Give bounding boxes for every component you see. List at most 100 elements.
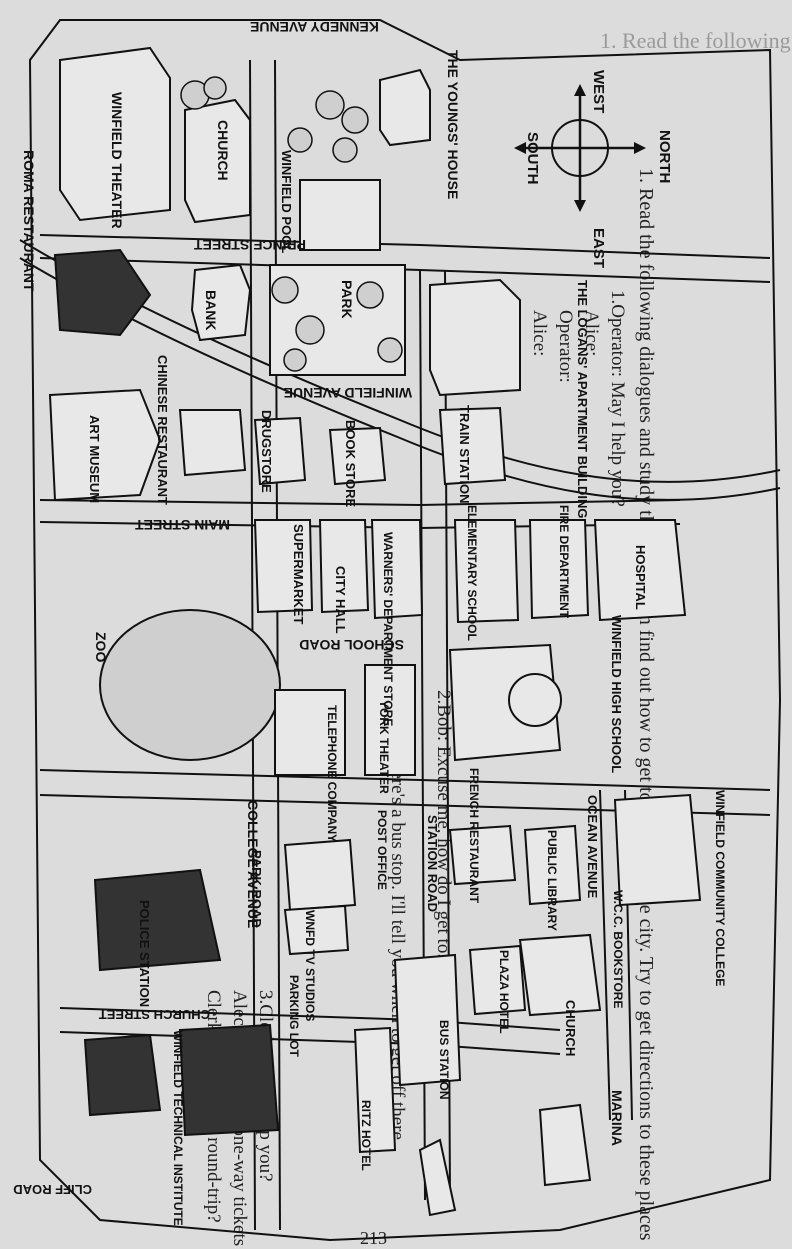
bus-station-building: [393, 953, 462, 1087]
label-art-museum: ART MUSEUM: [87, 415, 102, 503]
label-wnfd-tv: WNFD TV STUDIOS: [303, 910, 317, 1021]
winfield-pool: [299, 179, 381, 251]
label-college-avenue: COLLEGE AVENUE: [245, 800, 261, 928]
label-marina: MARINA: [609, 1090, 625, 1146]
marina-boat: [418, 1138, 457, 1217]
label-parking-lot: PARKING LOT: [287, 975, 301, 1057]
label-zoo: ZOO: [93, 632, 109, 662]
label-york-theater: YORK THEATER: [377, 700, 391, 794]
label-community-college: WINFIELD COMMUNITY COLLEGE: [713, 790, 727, 986]
label-high-school: WINFIELD HIGH SCHOOL: [609, 615, 624, 773]
label-winfield-avenue: WINFIELD AVENUE: [284, 385, 412, 401]
label-bank: BANK: [203, 290, 219, 330]
york-theater-building: [364, 664, 416, 776]
operator-line: 1.Operator: May I help you?: [607, 290, 628, 507]
police-station-building: [93, 868, 222, 972]
alice-label-1: Alice:: [581, 310, 602, 356]
ritz-hotel-building: [353, 1026, 397, 1154]
label-main-street: MAIN STREET: [135, 517, 230, 533]
label-french-restaurant: FRENCH RESTAURANT: [467, 768, 481, 904]
compass-south: SOUTH: [524, 132, 541, 185]
label-youngs-house: THE YOUNGS' HOUSE: [445, 50, 461, 199]
label-roma-restaurant: ROMA RESTAURANT: [21, 150, 37, 292]
label-supermarket: SUPERMARKET: [291, 524, 306, 624]
label-cliff-road: CLIFF ROAD: [13, 1182, 92, 1197]
label-elementary-school: ELEMENTARY SCHOOL: [465, 505, 479, 641]
label-winfield-theater: WINFIELD THEATER: [109, 92, 125, 229]
label-hospital: HOSPITAL: [633, 545, 648, 610]
label-telephone-company: TELEPHONE COMPANY: [325, 705, 339, 842]
logans-apartment-building: [429, 278, 521, 397]
label-fire-department: FIRE DEPARTMENT: [557, 505, 571, 619]
telephone-company-building: [274, 689, 346, 776]
french-restaurant-building: [448, 824, 517, 886]
map-labels: KENNEDY AVENUE WINFIELD THEATER CHURCH T…: [13, 19, 727, 1226]
label-city-hall: CITY HALL: [333, 566, 348, 634]
trees: [180, 76, 403, 372]
compass-rose: WEST EAST SOUTH NORTH: [514, 70, 673, 268]
supermarket-building: [253, 519, 314, 614]
label-ritz-hotel: RITZ HOTEL: [359, 1100, 373, 1171]
hospital-building: [593, 519, 687, 622]
technical-institute-right: [178, 1023, 280, 1137]
label-park: PARK: [339, 280, 355, 319]
winfield-theater-building: [59, 46, 171, 222]
label-winfield-pool: WINFIELD POOL: [279, 150, 294, 253]
art-museum-building: [48, 388, 162, 502]
label-chinese-restaurant: CHINESE RESTAURANT: [155, 355, 170, 505]
bookstore-building: [328, 426, 387, 486]
bank-building: [190, 263, 252, 342]
label-school-road: SCHOOL ROAD: [299, 637, 404, 653]
map-boundary: [28, 19, 782, 1242]
q1-instruction: 1. Read the following dialogues and stud…: [635, 168, 657, 1241]
chinese-restaurant-building: [178, 409, 247, 477]
faint-heading: 1. Read the following dialogues and stud…: [600, 28, 792, 53]
high-school-dome: [508, 673, 562, 727]
label-church-street: CHURCH STREET: [99, 1007, 210, 1022]
fire-department-building: [528, 519, 590, 620]
plaza-hotel-building: [468, 944, 527, 1016]
label-bookstore: BOOK STORE: [343, 420, 358, 507]
label-technical-institute: WINFIELD TECHNICAL INSTITUTE: [171, 1030, 185, 1226]
compass-west: WEST: [590, 70, 607, 113]
label-park-road: PARK ROAD: [249, 850, 264, 928]
marina-ship: [538, 1103, 592, 1187]
alice-label-2: Alice:: [529, 310, 550, 356]
train-station-building: [438, 406, 507, 486]
label-church-top: CHURCH: [215, 120, 231, 181]
label-train-station: TRAIN STATION: [457, 405, 472, 503]
label-prince-street: PRINCE STREET: [194, 237, 306, 253]
label-wcc-bookstore: W.C.C. BOOKSTORE: [611, 890, 625, 1008]
city-hall-building: [318, 519, 370, 614]
label-plaza-hotel: PLAZA HOTEL: [497, 950, 511, 1034]
label-police-station: POLICE STATION: [137, 900, 152, 1007]
operator-label-1: Operator:: [555, 310, 576, 383]
post-office-building: [283, 838, 357, 912]
label-bus-station: BUS STATION: [437, 1020, 451, 1100]
zoo-dome: [99, 609, 281, 761]
church-top-building: [184, 98, 251, 224]
label-kennedy-avenue: KENNEDY AVENUE: [250, 19, 379, 35]
compass-north: NORTH: [656, 130, 673, 183]
warners-store-building: [370, 519, 424, 620]
label-post-office: POST OFFICE: [375, 810, 389, 890]
compass-east: EAST: [590, 228, 607, 268]
label-ocean-avenue: OCEAN AVENUE: [585, 795, 600, 899]
label-public-library: PUBLIC LIBRARY: [545, 830, 559, 931]
roma-restaurant-building: [53, 248, 152, 337]
label-drugstore: DRUGSTORE: [259, 410, 274, 493]
community-college-building: [613, 793, 702, 907]
label-logans-apartment: THE LOGANS' APARTMENT BUILDING: [575, 280, 590, 519]
wnfd-tv-building: [283, 904, 350, 956]
label-church-bottom: CHURCH: [563, 1000, 578, 1056]
technical-institute-left: [83, 1033, 162, 1117]
drugstore-building: [253, 416, 307, 486]
public-library-building: [523, 824, 582, 906]
elementary-school-building: [453, 519, 520, 624]
label-warners-store: WARNERS' DEPARTMENT STORE: [381, 532, 395, 726]
church-bottom-building: [518, 933, 602, 1017]
buildings: [48, 46, 702, 1217]
label-station-road: STATION ROAD: [425, 815, 440, 912]
